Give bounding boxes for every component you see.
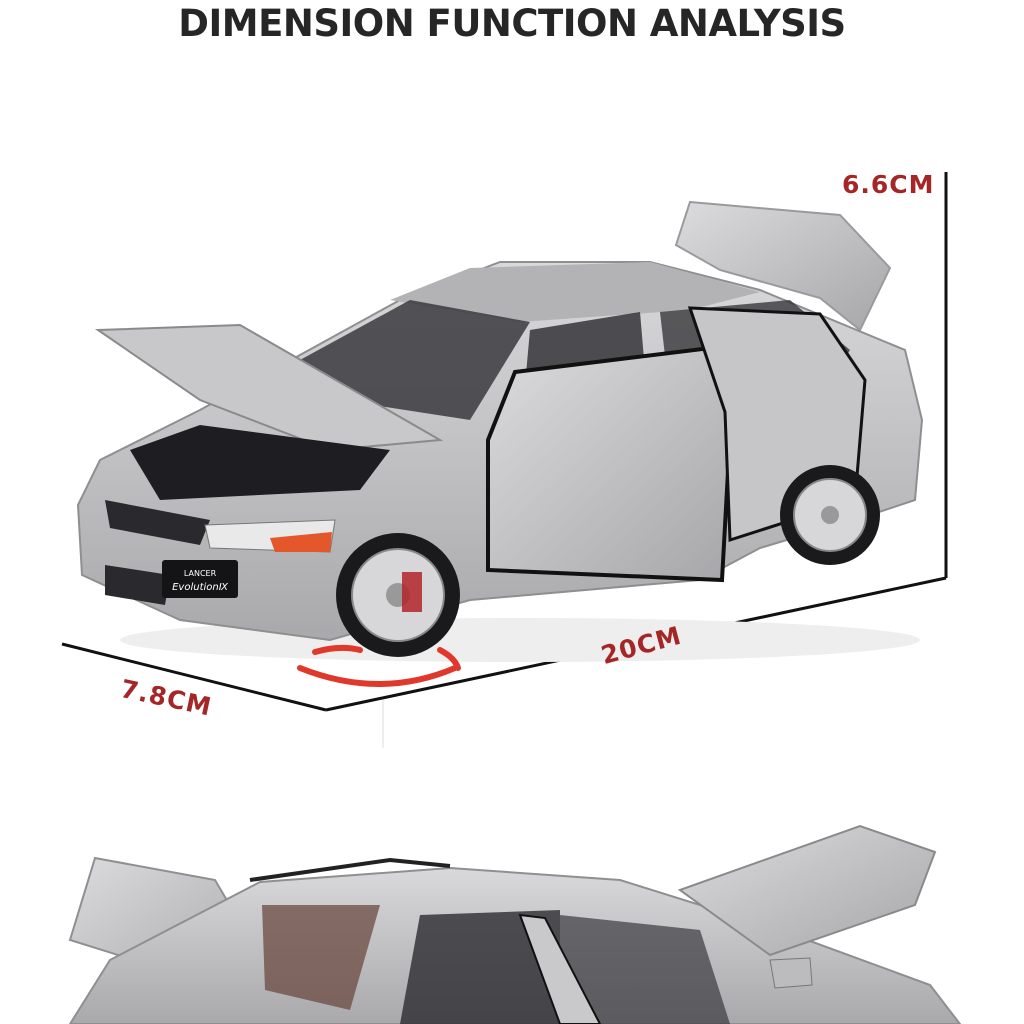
rear-wheel	[780, 465, 880, 565]
badge-line-2: EvolutionⅨ	[172, 582, 229, 593]
rotate-arrow-icon	[297, 644, 461, 687]
car-top: LANCER EvolutionⅨ	[76, 200, 924, 687]
badge-line-1: LANCER	[184, 569, 217, 578]
car-bottom	[68, 824, 962, 1024]
page-title: DIMENSION FUNCTION ANALYSIS	[178, 2, 846, 45]
height-dimension-label: 6.6CM	[842, 170, 935, 199]
front-wheel	[336, 533, 460, 657]
